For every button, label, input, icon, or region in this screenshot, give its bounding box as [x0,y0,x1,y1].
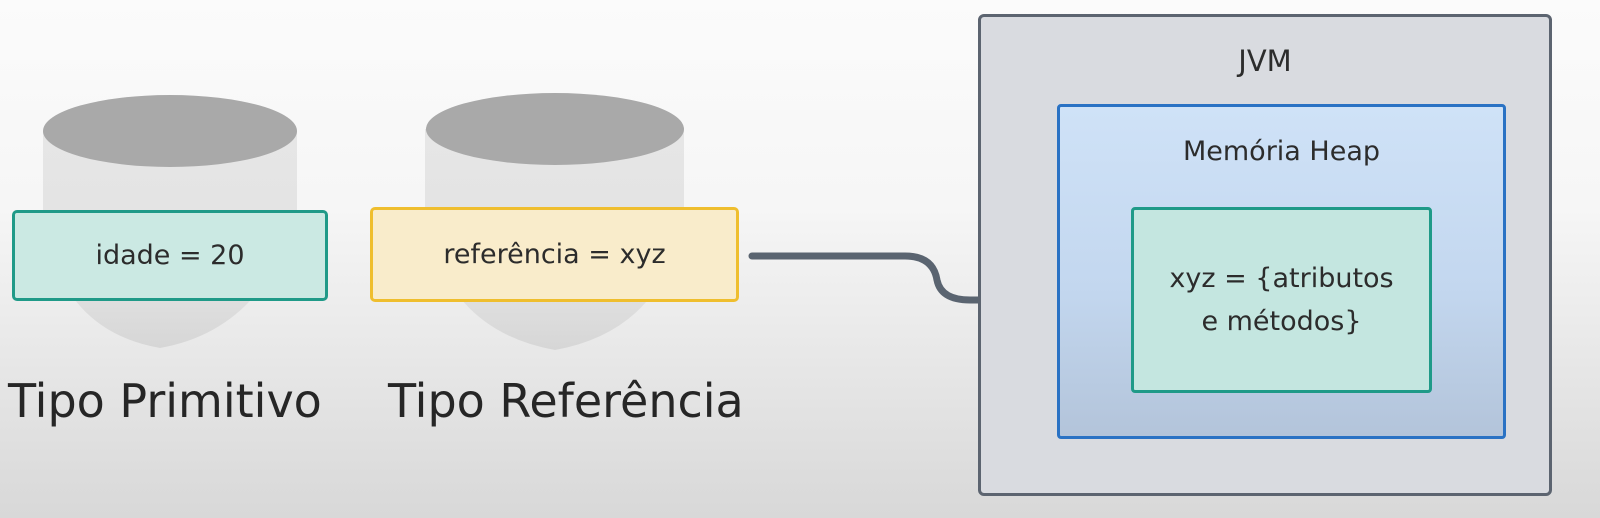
jvm-title: JVM [1238,44,1292,78]
primitive-cylinder-top [43,95,297,167]
primitive-value-label: idade = 20 [95,240,245,271]
reference-value-box: referência = xyz [370,207,739,302]
heap-object-box: xyz = {atributos e métodos} [1131,207,1432,393]
heap-object-line-2: e métodos} [1201,306,1362,337]
primitive-caption: Tipo Primitivo [8,374,322,428]
reference-value-label: referência = xyz [443,239,666,270]
reference-cylinder-top [426,93,684,165]
reference-arrow-line [748,252,1106,304]
primitive-value-box: idade = 20 [12,210,328,301]
heap-memory-title: Memória Heap [1182,136,1381,167]
heap-object-line-1: xyz = {atributos [1169,262,1394,294]
reference-caption: Tipo Referência [388,374,744,428]
